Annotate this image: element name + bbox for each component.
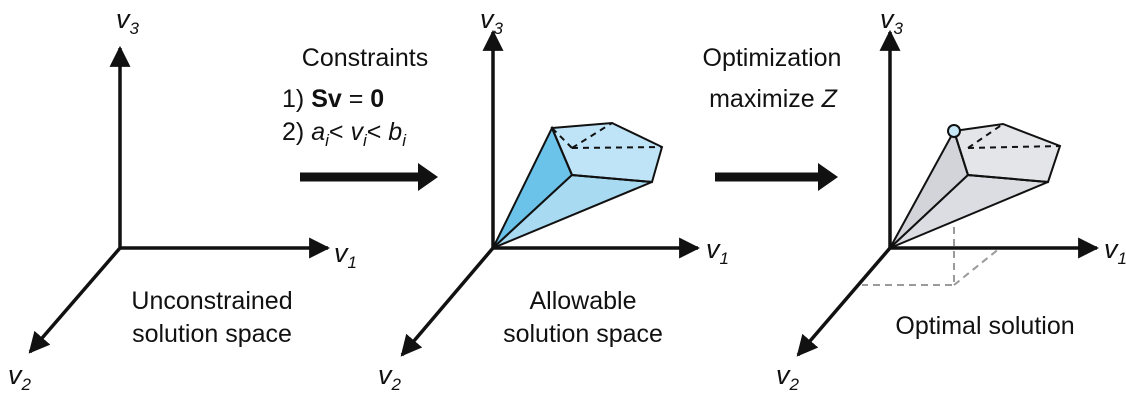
panel-allowable: v3 v1 v2 Allowable solution space — [378, 4, 729, 394]
constraints-title: Constraints — [302, 44, 428, 72]
v3-label: v3 — [880, 4, 904, 38]
polytope-hidden-edge — [967, 145, 1061, 149]
objective-text: maximize Z — [709, 85, 838, 113]
step2-arrow-head — [818, 163, 838, 191]
panel-unconstrained: v3 v1 v2 Unconstrained solution space — [8, 4, 357, 394]
polytope-top-face — [952, 122, 1062, 184]
polytope-edge — [967, 174, 1049, 183]
v2-axis — [28, 246, 122, 354]
polytope-hidden-edge — [571, 146, 663, 149]
polytope-hidden-edge — [571, 122, 613, 149]
optimization-title: Optimization — [703, 44, 842, 72]
v1-label: v1 — [1104, 234, 1126, 268]
v2-axis — [796, 246, 892, 357]
v2-axis — [400, 246, 495, 357]
constraints-step: Constraints 1) Sv = 0 2) ai< vi< bi — [282, 44, 438, 191]
polytope-edge — [953, 130, 969, 176]
step1-arrow-head — [418, 163, 438, 191]
panel-optimal: v3 v1 v2 Optimal solution — [776, 4, 1126, 394]
optimization-step: Optimization maximize Z — [703, 44, 842, 191]
polytope-hidden-edge — [967, 123, 1004, 149]
caption-line1: Allowable — [529, 287, 636, 315]
v1-label: v1 — [334, 238, 357, 272]
caption-line1: Optimal solution — [895, 312, 1074, 340]
constraint-2: 2) ai< vi< bi — [282, 118, 407, 150]
polytope-edge — [551, 127, 573, 176]
v3-label: v3 — [116, 4, 140, 38]
projection-lines — [953, 247, 1001, 286]
optimum-point — [947, 124, 961, 138]
constraint-1: 1) Sv = 0 — [282, 85, 384, 113]
caption-line2: solution space — [132, 320, 292, 348]
v2-label: v2 — [8, 360, 32, 394]
v2-label: v2 — [776, 360, 800, 394]
caption-line1: Unconstrained — [131, 287, 292, 315]
polytope-hidden-edge — [551, 127, 573, 149]
v2-label: v2 — [378, 360, 402, 394]
v3-label: v3 — [480, 4, 504, 38]
polytope-edge — [571, 174, 653, 183]
caption-line2: solution space — [503, 320, 663, 348]
v1-label: v1 — [706, 234, 729, 268]
